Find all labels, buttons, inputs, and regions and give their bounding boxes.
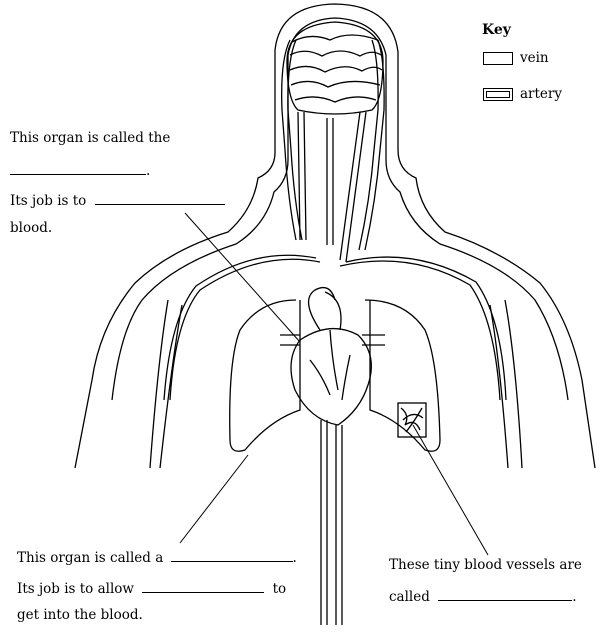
brain-label-line1-blank-row: . (10, 163, 150, 179)
key-title: Key (482, 22, 511, 38)
lungs-label-line3: get into the blood. (17, 607, 143, 623)
answer-blank[interactable] (142, 581, 265, 593)
neck-vessels (281, 39, 385, 263)
heart (280, 286, 385, 426)
lungs-label-line1-suffix: . (292, 550, 297, 566)
arm-lines (149, 299, 523, 469)
body-outline (74, 3, 596, 469)
capillary-bed (397, 402, 427, 438)
lungs-label-line2-prefix: Its job is to allow (17, 581, 134, 597)
brain-label-line3: blood. (10, 220, 53, 236)
key-label-vein: vein (520, 50, 549, 66)
lungs-label-line1-prefix: This organ is called a (17, 550, 164, 566)
lung-right (364, 299, 441, 452)
lungs-label-line1: This organ is called a . (17, 550, 297, 566)
key-item-vein: vein (483, 50, 549, 66)
pointer-brain (184, 212, 301, 343)
capillary-label-line2: called . (389, 589, 576, 605)
key-label-artery: artery (520, 86, 562, 102)
brain-label-line2-prefix: Its job is to (10, 193, 87, 209)
inner-body-outline (111, 17, 569, 401)
brain-label-suffix: . (146, 163, 151, 179)
answer-blank[interactable] (94, 193, 225, 205)
pointer-capillaries (412, 424, 489, 556)
pointer-lungs (179, 454, 249, 544)
brain-label-line1: This organ is called the (10, 130, 171, 146)
vein-swatch (483, 52, 513, 66)
lung-left (229, 299, 301, 452)
lungs-label-line2-suffix: to (272, 581, 287, 597)
brain-label-line2: Its job is to (10, 193, 225, 209)
key-item-artery: artery (483, 86, 562, 102)
capillary-label-line2-prefix: called (389, 589, 430, 605)
capillary-label-line2-suffix: . (572, 589, 577, 605)
descending-vessels (320, 420, 343, 625)
answer-blank[interactable] (438, 589, 573, 601)
artery-swatch (483, 88, 513, 102)
arm-vessels (163, 254, 507, 401)
lungs-label-line2: Its job is to allow to (17, 581, 286, 597)
brain (286, 21, 384, 115)
capillary-label-line1: These tiny blood vessels are (389, 557, 582, 573)
answer-blank[interactable] (170, 550, 293, 562)
answer-blank[interactable] (10, 163, 146, 175)
